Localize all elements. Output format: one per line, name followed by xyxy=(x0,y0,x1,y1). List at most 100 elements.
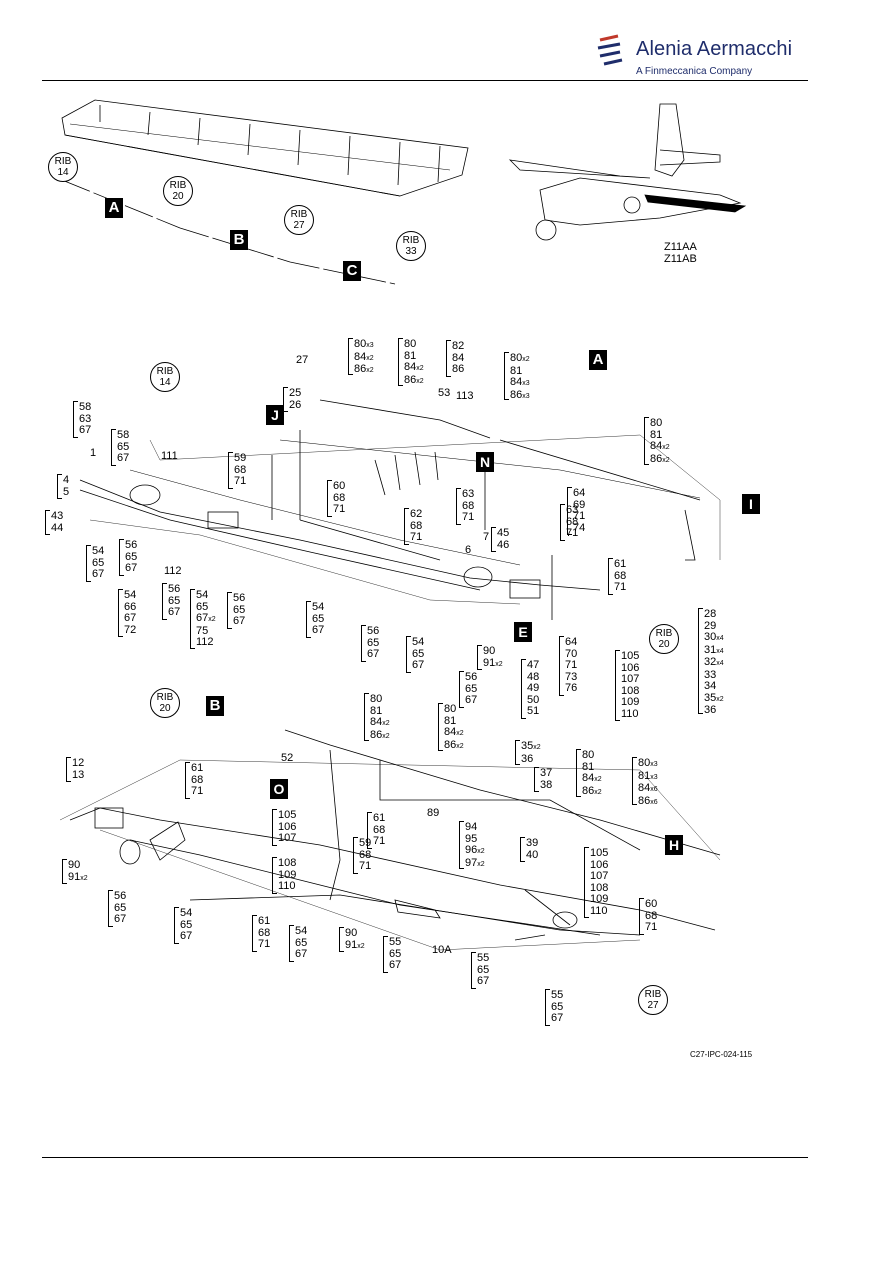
callout-bracket xyxy=(364,693,369,741)
part-callout: 112 xyxy=(164,565,182,577)
detail-flag-n: N xyxy=(476,452,494,472)
section-label: C xyxy=(343,261,361,281)
callout-bracket xyxy=(398,338,403,386)
callout-bracket xyxy=(108,890,113,927)
callout-bracket xyxy=(119,539,124,576)
callout-bracket xyxy=(515,740,520,765)
callout-bracket xyxy=(471,952,476,989)
callout-bracket xyxy=(560,504,565,541)
callout-bracket xyxy=(559,636,564,696)
part-callout: 10A xyxy=(432,944,452,956)
callout-bracket xyxy=(228,452,233,489)
callout-bracket xyxy=(632,757,637,805)
callout-bracket xyxy=(459,821,464,869)
view-title: A xyxy=(589,350,607,370)
callout-bracket xyxy=(306,601,311,638)
detail-flag-o: O xyxy=(270,779,288,799)
callout-bracket xyxy=(339,927,344,952)
callout-bracket xyxy=(289,925,294,962)
callout-bracket xyxy=(608,558,613,595)
callout-bracket xyxy=(62,859,67,884)
callout-bracket xyxy=(111,429,116,466)
callout-bracket xyxy=(174,907,179,944)
callout-bracket xyxy=(327,480,332,517)
callout-bracket xyxy=(252,915,257,952)
callout-bracket xyxy=(272,809,277,846)
callout-bracket xyxy=(459,671,464,708)
callout-bracket xyxy=(45,510,50,535)
callout-bracket xyxy=(406,636,411,673)
callout-bracket xyxy=(86,545,91,582)
part-callout: 113 xyxy=(456,390,474,402)
callout-bracket xyxy=(491,527,496,552)
callout-bracket xyxy=(283,387,288,412)
callout-bracket xyxy=(534,767,539,792)
detail-flag-e: E xyxy=(514,622,532,642)
callout-bracket xyxy=(545,989,550,1026)
callout-bracket xyxy=(73,401,78,438)
callout-bracket xyxy=(438,703,443,751)
section-label: A xyxy=(105,198,123,218)
callout-bracket xyxy=(477,645,482,670)
callout-bracket xyxy=(272,857,277,894)
logo-mark-icon xyxy=(597,34,623,66)
part-callout: 1 xyxy=(90,447,97,459)
logo-tagline: A Finmeccanica Company xyxy=(636,66,753,77)
detail-flag-h: H xyxy=(665,835,683,855)
part-callout: 52 xyxy=(281,752,294,764)
callout-bracket xyxy=(185,762,190,799)
company-logo: Alenia Aermacchi A Finmeccanica Company xyxy=(596,22,796,82)
wing-outline xyxy=(61,99,469,197)
callout-bracket xyxy=(615,650,620,721)
callout-bracket xyxy=(383,936,388,973)
callout-bracket xyxy=(361,625,366,662)
